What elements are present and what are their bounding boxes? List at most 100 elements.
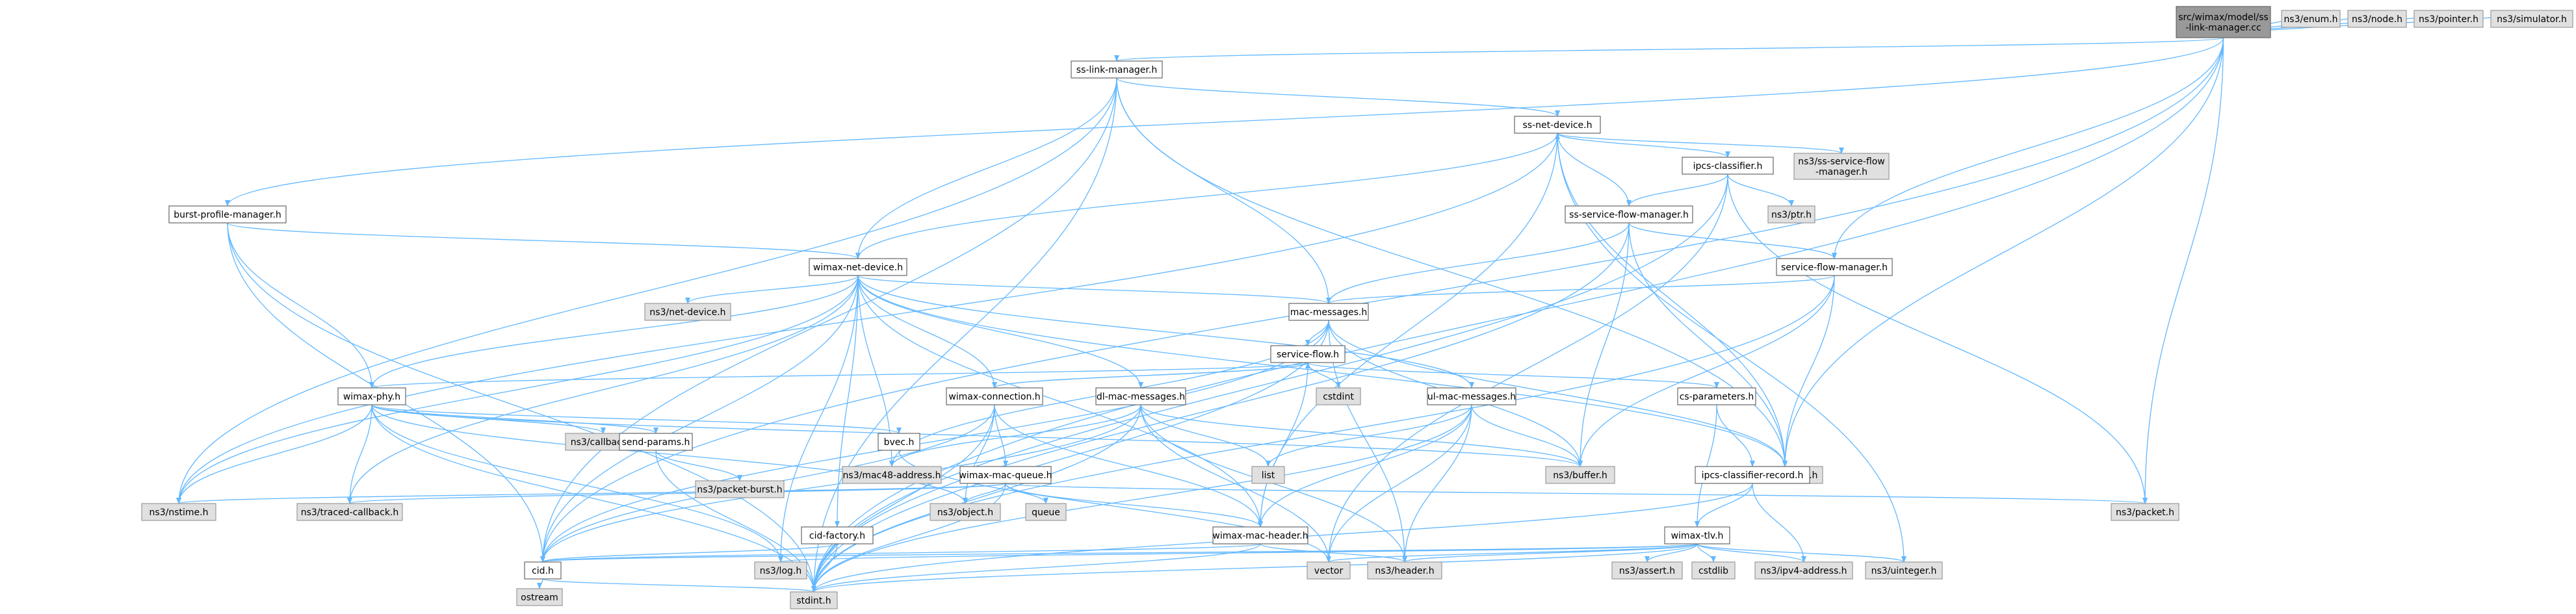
node-box-enum [2281,10,2341,28]
node-label-mac48: ns3/mac48-address.h [843,470,941,481]
edge-wmq-to-traced [347,483,1006,504]
edge-sfm-to-buffer [1578,275,1835,467]
node-vector: vector [1307,561,1351,580]
node-box-tlv [1664,526,1730,544]
node-object: ns3/object.h [930,503,1001,521]
node-queue: queue [1025,503,1067,521]
node-ssnd[interactable]: ss-net-device.h [1514,116,1601,134]
edge-wconn-to-wmh [994,404,1263,528]
edge-wconn-to-stdint [811,404,995,593]
node-bvec[interactable]: bvec.h [878,433,920,451]
edge-wnd-to-cid [540,275,859,563]
node-cidf[interactable]: cid-factory.h [801,526,874,544]
edge-sendparams-to-pktburst [655,450,742,481]
node-enum: ns3/enum.h [2281,10,2341,28]
edge-root-to-sfm [1832,37,2224,259]
edge-ssnd-to-sssfm_ext [1557,133,1844,154]
edge-ssnd-to-wmh [1258,133,1558,528]
node-label-root: src/wimax/model/ss [2178,12,2269,23]
node-box-sssfm [1565,205,1693,224]
node-label-ssnd: ss-net-device.h [1523,120,1593,131]
node-box-mac48 [842,466,942,484]
edge-sfm-to-eventid [1782,275,1835,467]
node-label-sssfm_ext: ns3/ss-service-flow [1798,157,1884,167]
edge-tlv-to-stdint [811,543,1698,593]
edge-ssnd-to-wnd [855,133,1558,259]
edge-wphy-to-ns3callback [371,404,606,434]
node-label-ulmac: ul-mac-messages.h [1427,392,1516,402]
node-cstdlib: cstdlib [1691,561,1736,580]
node-wmh[interactable]: wimax-mac-header.h [1212,526,1308,544]
node-box-packet [2111,503,2179,521]
edge-ssnd-to-uinteger [1557,133,1906,563]
node-box-dlmac [1095,387,1186,405]
node-box-ssnd [1514,116,1601,134]
node-sssfm[interactable]: ss-service-flow-manager.h [1565,205,1693,224]
node-label-node: ns3/node.h [2352,14,2402,25]
node-cid[interactable]: cid.h [524,561,562,580]
node-wphy[interactable]: wimax-phy.h [337,387,406,405]
edge-root-to-eventid [1782,37,2224,467]
node-label-cid: cid.h [532,566,554,576]
edge-wmq-to-nstime [176,483,1006,504]
node-ipcs[interactable]: ipcs-classifier.h [1682,157,1774,175]
node-box-object [930,503,1001,521]
node-sfm[interactable]: service-flow-manager.h [1776,258,1893,276]
node-box-ipcs [1682,157,1774,175]
edge-cid-to-stdint [542,578,816,593]
node-sendparams[interactable]: send-params.h [619,433,693,451]
edge-ipcs-to-vector [1326,173,1728,563]
node-sflow[interactable]: service-flow.h [1270,345,1346,363]
node-box-cstdlib [1691,561,1736,580]
edge-sslm-to-cid [540,77,1117,563]
node-sslm[interactable]: ss-link-manager.h [1071,60,1163,79]
edge-sslm-to-nstime [176,77,1117,504]
node-tlv[interactable]: wimax-tlv.h [1664,526,1730,544]
node-box-ns3netdev [644,303,731,321]
node-label-sfm: service-flow-manager.h [1781,262,1888,273]
edge-root-to-cid [540,37,2224,563]
edge-wmq-to-packet [1005,483,2147,504]
node-box-buffer [1545,466,1615,484]
node-label-bvec: bvec.h [884,437,915,448]
node-bpm[interactable]: burst-profile-manager.h [168,205,287,224]
node-box-sflow [1270,345,1346,363]
node-wconn[interactable]: wimax-connection.h [946,387,1043,405]
edge-ulmac-to-vector [1326,404,1472,563]
node-box-list [1251,466,1285,484]
edge-wmq-to-object [963,483,1006,504]
edge-ulmac-to-wmh [1258,404,1472,528]
edge-cidf-to-cid [540,543,838,563]
node-ns3netdev: ns3/net-device.h [644,303,731,321]
edge-sssfm-to-ssnd [1555,133,1630,207]
node-label-uinteger: ns3/uinteger.h [1871,566,1937,576]
node-box-uinteger [1865,561,1943,580]
node-box-wmh [1212,526,1308,544]
node-wmq[interactable]: wimax-mac-queue.h [959,466,1052,484]
node-label-csparams: cs-parameters.h [1680,392,1754,402]
node-dlmac[interactable]: dl-mac-messages.h [1095,387,1186,405]
node-label-macmsg: mac-messages.h [1290,307,1368,318]
node-box-header [1367,561,1442,580]
edge-wphy-to-object [371,404,968,504]
node-box-macmsg [1288,303,1369,321]
node-root[interactable]: src/wimax/model/ss-link-manager.cc [2176,6,2271,38]
node-label-traced: ns3/traced-callback.h [301,507,399,518]
edge-tlv-to-uinteger [1697,543,1906,563]
node-box-nstime [141,503,216,521]
node-ostream: ostream [516,588,563,606]
node-wnd[interactable]: wimax-net-device.h [809,258,907,276]
node-macmsg[interactable]: mac-messages.h [1288,303,1369,321]
edge-dlmac-to-stdint [811,404,1141,593]
edge-sslm-to-stdint [811,77,1117,593]
edge-wphy-to-sendparams [371,404,658,434]
node-ulmac[interactable]: ul-mac-messages.h [1427,387,1516,405]
edge-csrec-to-tlv [1695,483,1753,528]
node-csparams[interactable]: cs-parameters.h [1677,387,1756,405]
node-label-dlmac: dl-mac-messages.h [1097,392,1185,402]
edge-dlmac-to-cid [540,404,1141,563]
node-csrec[interactable]: ipcs-classifier-record.h [1695,466,1810,484]
node-label-ptr: ns3/ptr.h [1771,210,1812,220]
node-box-ptr [1767,205,1815,224]
